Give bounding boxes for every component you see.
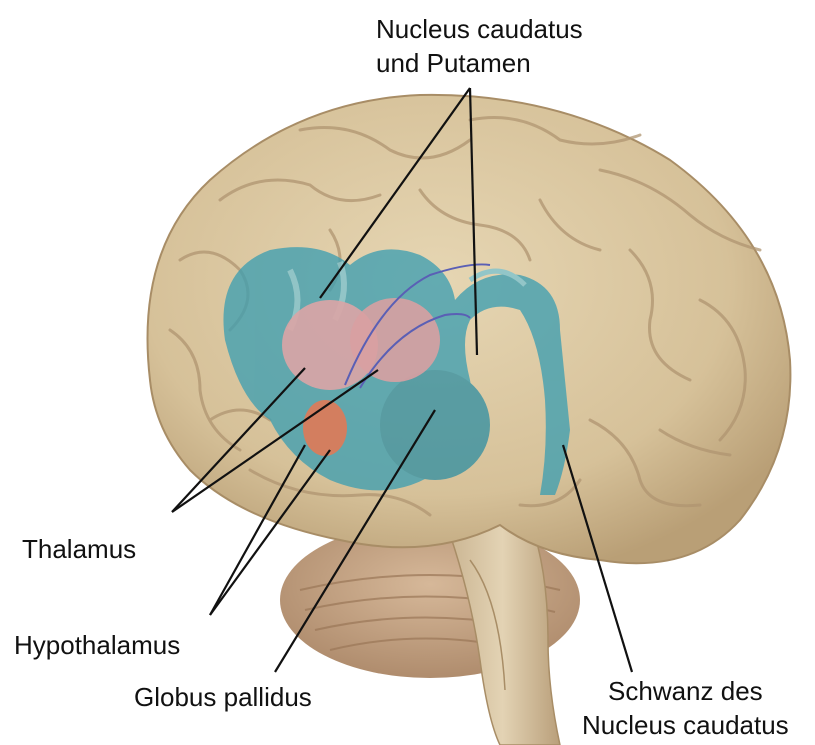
- label-nucleus-line-1: Nucleus caudatus: [376, 12, 583, 46]
- label-globus-pallidus: Globus pallidus: [134, 680, 312, 714]
- label-nucleus-caudatus-putamen: Nucleus caudatus und Putamen: [376, 12, 583, 80]
- label-hypothalamus: Hypothalamus: [14, 628, 180, 662]
- label-thalamus: Thalamus: [22, 532, 136, 566]
- label-schwanz-nucleus-caudatus: Schwanz des Nucleus caudatus: [582, 674, 789, 742]
- label-nucleus-line-2: und Putamen: [376, 46, 583, 80]
- label-schwanz-line-2: Nucleus caudatus: [582, 708, 789, 742]
- thalamus: [282, 298, 440, 390]
- hypothalamus: [303, 400, 347, 456]
- label-schwanz-line-1: Schwanz des: [582, 674, 789, 708]
